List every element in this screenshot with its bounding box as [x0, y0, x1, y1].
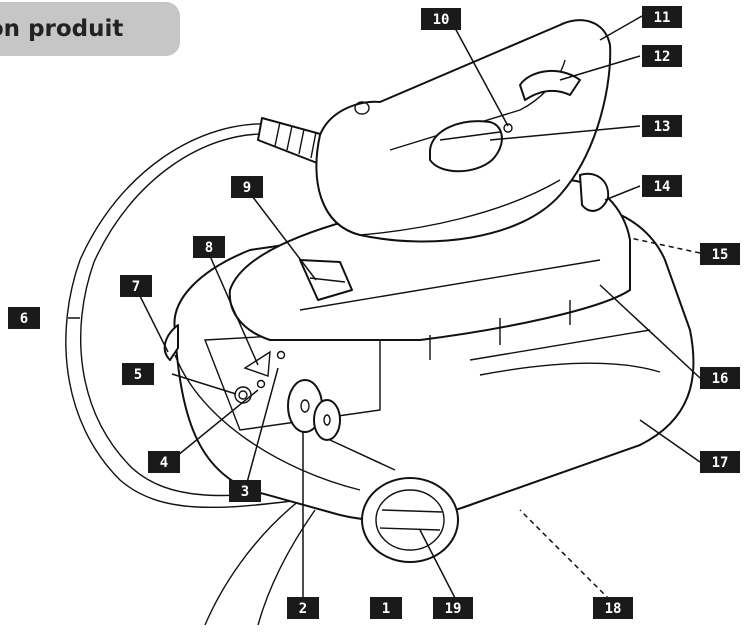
label-3: 3 — [229, 480, 261, 502]
label-8-text: 8 — [205, 240, 213, 256]
label-1: 1 — [370, 597, 402, 619]
label-5: 5 — [122, 363, 154, 385]
section-title: ion produit — [0, 16, 124, 42]
title-tab: ion produit — [0, 2, 180, 56]
label-5-text: 5 — [134, 367, 142, 383]
label-14: 14 — [642, 175, 682, 197]
label-2: 2 — [287, 597, 319, 619]
iron — [299, 19, 612, 301]
label-11: 11 — [642, 6, 682, 28]
label-9: 9 — [231, 176, 263, 198]
label-16: 16 — [700, 367, 740, 389]
label-17-text: 17 — [712, 455, 729, 471]
label-17: 17 — [700, 451, 740, 473]
label-19-text: 19 — [445, 601, 462, 617]
label-6-text: 6 — [20, 311, 28, 327]
label-1-text: 1 — [382, 601, 390, 617]
label-13: 13 — [642, 115, 682, 137]
label-13-text: 13 — [654, 119, 671, 135]
leader-lines — [68, 15, 701, 601]
label-7: 7 — [120, 275, 152, 297]
label-10: 10 — [421, 8, 461, 30]
label-15: 15 — [700, 243, 740, 265]
label-7-text: 7 — [132, 279, 140, 295]
label-11-text: 11 — [654, 10, 671, 26]
label-10-text: 10 — [433, 12, 450, 28]
label-19: 19 — [433, 597, 473, 619]
label-16-text: 16 — [712, 371, 729, 387]
power-cord — [65, 117, 336, 626]
label-18-text: 18 — [605, 601, 622, 617]
label-8: 8 — [193, 236, 225, 258]
label-4: 4 — [148, 451, 180, 473]
label-12: 12 — [642, 45, 682, 67]
label-9-text: 9 — [243, 180, 251, 196]
label-15-text: 15 — [712, 247, 729, 263]
label-12-text: 12 — [654, 49, 671, 65]
label-18: 18 — [593, 597, 633, 619]
label-2-text: 2 — [299, 601, 307, 617]
label-6: 6 — [8, 307, 40, 329]
label-14-text: 14 — [654, 179, 671, 195]
label-4-text: 4 — [160, 455, 168, 471]
label-3-text: 3 — [241, 484, 249, 500]
